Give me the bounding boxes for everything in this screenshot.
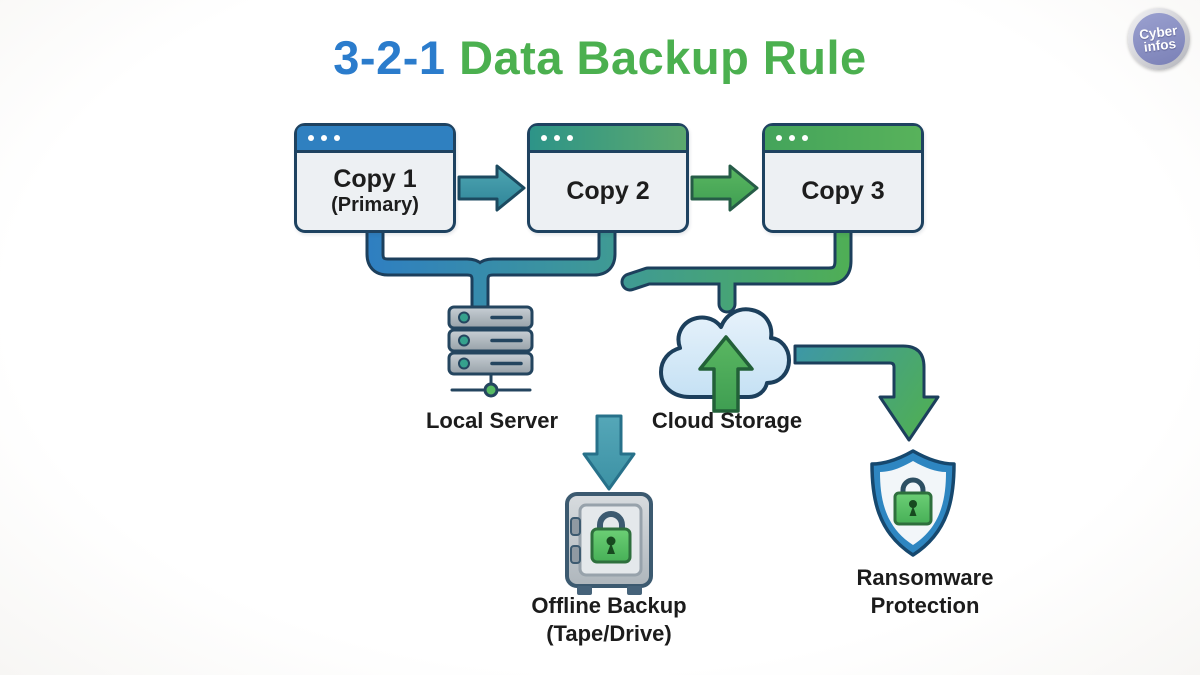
local-server-label: Local Server	[425, 408, 559, 433]
copy2-label: Copy 2	[566, 177, 650, 205]
server-rack-icon	[447, 305, 534, 398]
arrow-copy2-to-copy3-icon	[690, 164, 759, 212]
cloud-upload-icon	[659, 307, 791, 413]
offline-backup-label-line1: Offline Backup	[531, 593, 687, 618]
logo-line2: infos	[1142, 35, 1177, 54]
window-dot-icon	[541, 135, 547, 141]
window-titlebar	[530, 126, 686, 153]
upload-arrow-icon	[698, 335, 754, 413]
ransomware-protection-label: Ransomware Protection	[857, 564, 994, 620]
title-highlight: 3-2-1	[333, 31, 446, 84]
window-dot-icon	[321, 135, 327, 141]
ransomware-label-line1: Ransomware	[856, 565, 994, 590]
arrow-down-to-offline-backup-icon	[582, 414, 636, 491]
cloud-storage-label: Cloud Storage	[651, 408, 803, 433]
window-copy-1: Copy 1 (Primary)	[294, 123, 456, 233]
arrow-cloud-to-ransomware-icon	[793, 344, 940, 442]
window-body: Copy 2	[530, 153, 686, 229]
window-titlebar	[765, 126, 921, 153]
window-dot-icon	[802, 135, 808, 141]
logo-badge: Cyber infos	[1133, 13, 1185, 65]
window-copy-2: Copy 2	[527, 123, 689, 233]
window-copy-3: Copy 3	[762, 123, 924, 233]
window-dot-icon	[789, 135, 795, 141]
connector-copy1-copy2-to-server	[368, 222, 614, 312]
connector-copy3-to-cloud	[623, 222, 850, 311]
safe-vault-lock-icon	[565, 492, 653, 595]
arrow-copy1-to-copy2-icon	[457, 164, 526, 212]
title-rest: Data Backup Rule	[459, 31, 867, 84]
window-body: Copy 1 (Primary)	[297, 153, 453, 229]
page-title: 3-2-1 Data Backup Rule	[0, 30, 1200, 85]
window-titlebar	[297, 126, 453, 153]
shield-lock-icon	[870, 449, 956, 557]
copy1-label: Copy 1	[333, 165, 417, 193]
window-dot-icon	[554, 135, 560, 141]
copy3-label: Copy 3	[801, 177, 885, 205]
offline-backup-label: Offline Backup (Tape/Drive)	[531, 592, 686, 648]
window-dot-icon	[776, 135, 782, 141]
offline-backup-label-line2: (Tape/Drive)	[546, 621, 672, 646]
copy1-sublabel: (Primary)	[331, 194, 419, 216]
cyber-infos-logo: Cyber infos	[1128, 8, 1190, 70]
window-dot-icon	[567, 135, 573, 141]
window-dot-icon	[308, 135, 314, 141]
window-dot-icon	[334, 135, 340, 141]
logo-text: Cyber infos	[1138, 22, 1179, 54]
ransomware-label-line2: Protection	[870, 593, 980, 618]
window-body: Copy 3	[765, 153, 921, 229]
